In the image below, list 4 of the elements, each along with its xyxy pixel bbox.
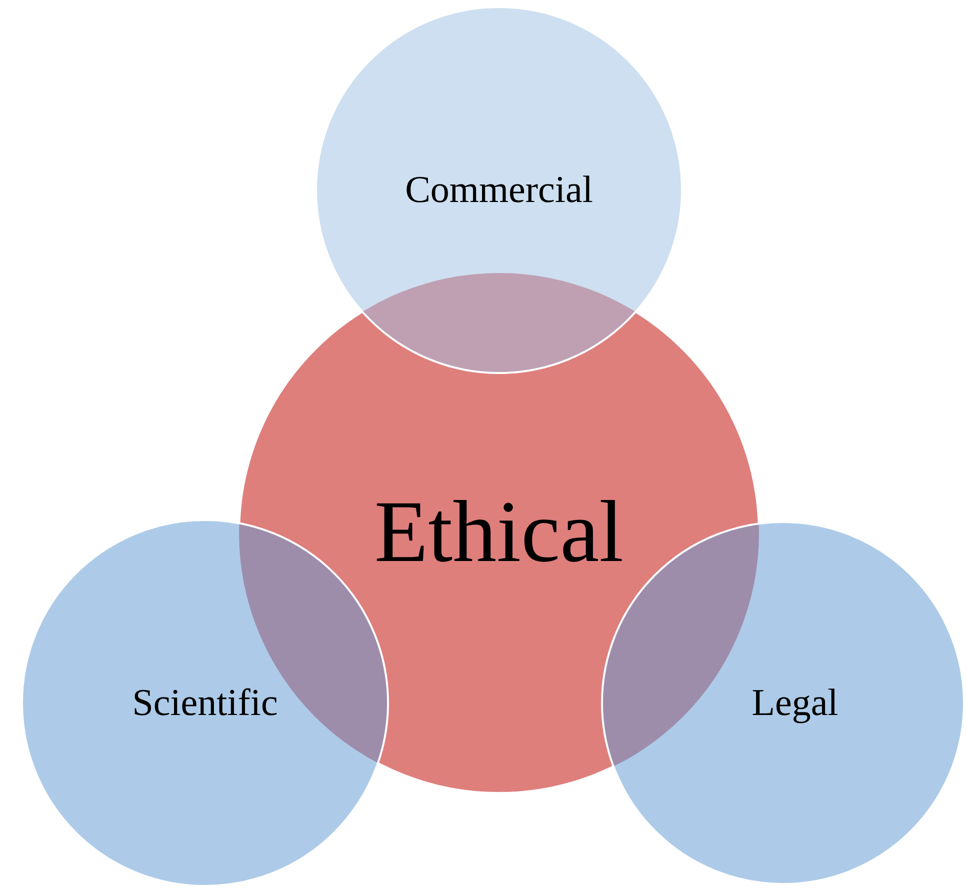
circle-label: Scientific [132,684,278,722]
circle-label: Commercial [405,171,593,209]
circle-label: Legal [752,684,838,722]
circle-label: Ethical [374,489,624,577]
